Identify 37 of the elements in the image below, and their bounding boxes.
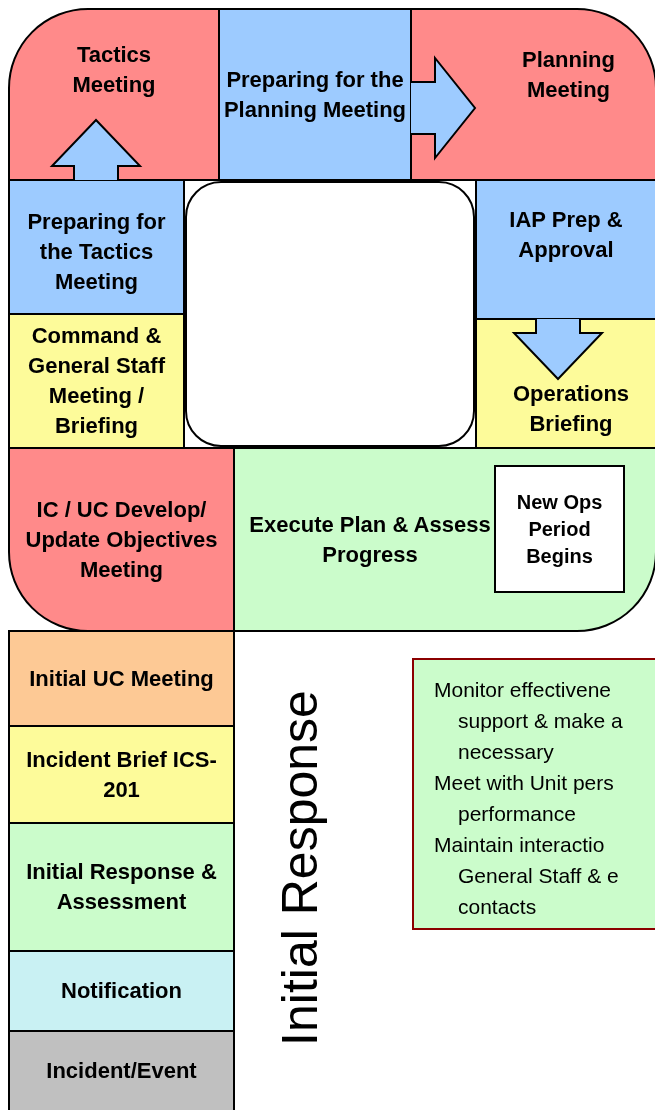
block-arrow bbox=[410, 55, 477, 161]
step-label: Initial Response & Assessment bbox=[25, 858, 218, 916]
step-block bbox=[8, 630, 235, 727]
step-block bbox=[8, 950, 235, 1032]
step-label: Incident/Event bbox=[46, 1057, 197, 1085]
step-label: Planning Meeting bbox=[521, 45, 616, 104]
phase-label: Initial Response bbox=[270, 690, 329, 1046]
step-block bbox=[8, 725, 235, 824]
step-label: Command & General Staff Meeting / Briefing bbox=[27, 322, 166, 440]
meeting-block bbox=[410, 8, 655, 181]
step-label: Preparing for the Tactics Meeting bbox=[26, 208, 167, 296]
meeting-block bbox=[8, 313, 185, 449]
bullet-text: Meet with Unit pers performance bbox=[434, 770, 615, 827]
step-label: Incident Brief ICS-201 bbox=[25, 745, 218, 804]
step-label: Notification bbox=[61, 977, 182, 1005]
block-arrow bbox=[511, 318, 605, 381]
step-label: Tactics Meeting bbox=[71, 40, 157, 99]
block-arrow bbox=[49, 118, 143, 181]
step-label: Execute Plan & Assess Progress bbox=[248, 510, 492, 569]
step-label: Operations Briefing bbox=[511, 379, 631, 438]
preparation-block bbox=[218, 8, 412, 181]
note-box bbox=[412, 658, 655, 930]
step-label: Initial UC Meeting bbox=[29, 664, 214, 693]
step-label: IC / UC Develop/ Update Objectives Meeting bbox=[24, 495, 219, 584]
meeting-block bbox=[8, 8, 220, 181]
milestone-box bbox=[494, 465, 625, 593]
step-label: Preparing for the Planning Meeting bbox=[222, 65, 408, 124]
preparation-block bbox=[8, 179, 185, 315]
preparation-block bbox=[475, 179, 655, 320]
bullet-text: Monitor effectivene support & make a necessary bbox=[434, 677, 624, 765]
meeting-block bbox=[8, 447, 235, 632]
process-block bbox=[233, 447, 655, 632]
step-label: IAP Prep & Approval bbox=[508, 205, 624, 264]
step-block bbox=[8, 822, 235, 952]
bullet-text: Maintain interactio General Staff & e contacts bbox=[434, 832, 620, 920]
step-label: New Ops Period Begins bbox=[515, 489, 604, 569]
step-block bbox=[8, 1030, 235, 1110]
